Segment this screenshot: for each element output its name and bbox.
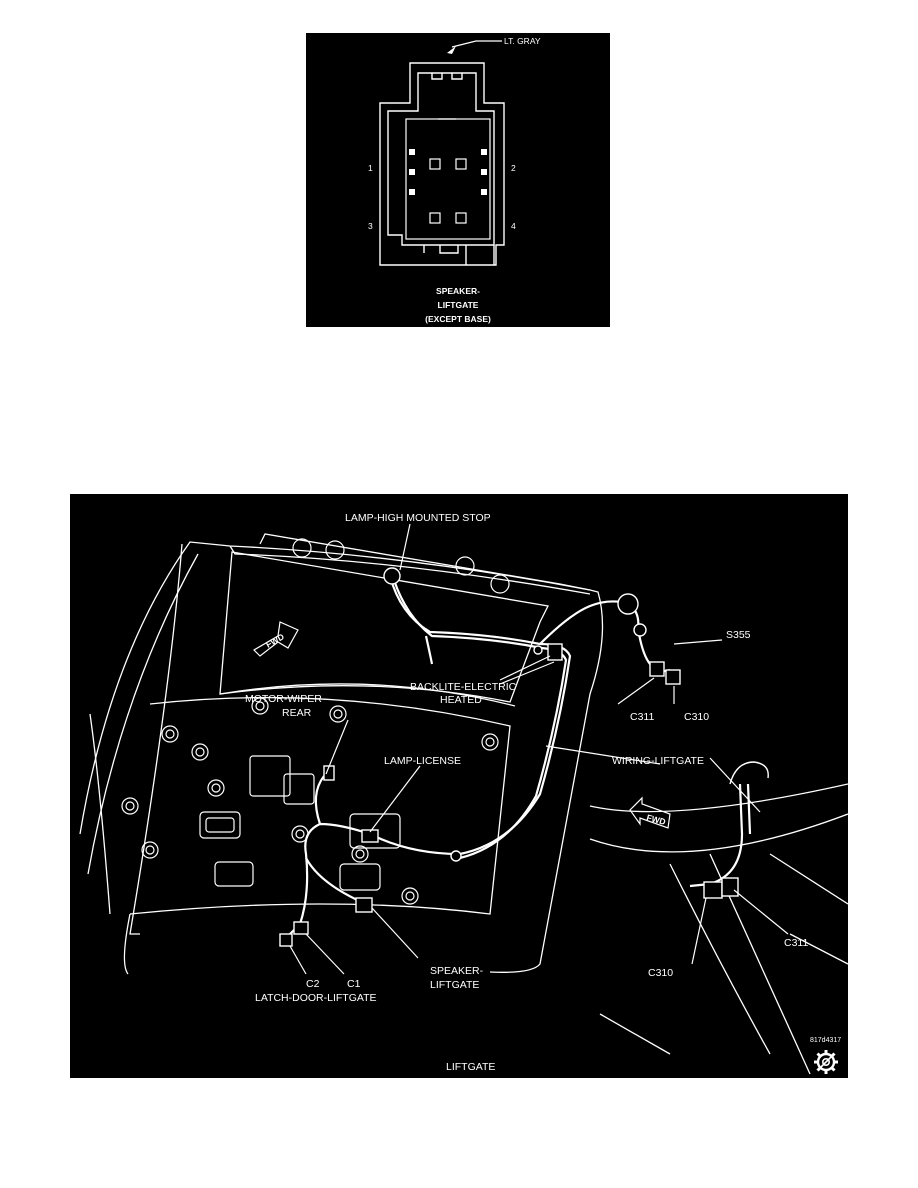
connector-color-label: LT. GRAY [504, 36, 541, 46]
spoiler-hole [490, 574, 510, 594]
callout-lamp-license: LAMP-LICENSE [384, 755, 461, 767]
callout-lamp-high-mounted-stop: LAMP-HIGH MOUNTED STOP [345, 512, 491, 524]
spoiler-hole [292, 538, 312, 558]
terminal-lock [481, 169, 487, 175]
callout-c311-top: C311 [630, 711, 654, 723]
connector-inner-outline [387, 72, 495, 246]
terminal-lock [409, 169, 415, 175]
connector-caption-line2: LIFTGATE [438, 300, 479, 310]
callout-s355: S355 [726, 629, 751, 641]
mounting-hole [351, 845, 369, 863]
callout-motor-wiper-line2: REAR [282, 707, 312, 719]
connector-housing-outline [379, 62, 505, 266]
callout-c2: C2 [306, 978, 320, 990]
connector-bottom-tabs [423, 245, 495, 265]
connector-cavity-block [405, 118, 491, 240]
spoiler-hole [455, 556, 475, 576]
liftgate-harness-panel: FWD FWD [70, 494, 848, 1078]
pin-cavity-1 [429, 158, 441, 170]
license-lamp-bezel [199, 811, 241, 839]
callout-c310-inset: C310 [648, 967, 673, 979]
latch-connector-c2 [279, 933, 293, 947]
callout-backlite-line1: BACKLITE-ELECTRIC [410, 681, 517, 693]
callout-wiring-liftgate: WIRING-LIFTGATE [612, 755, 704, 767]
c310-connector [665, 669, 681, 685]
harness-clip [450, 850, 462, 862]
mounting-hole [401, 887, 419, 905]
svg-text:FWD: FWD [264, 631, 286, 649]
speaker-connector [355, 897, 373, 913]
fwd-arrow-main: FWD [253, 621, 299, 657]
connector-caption-line3: (EXCEPT BASE) [425, 314, 491, 324]
harness-grommet [633, 623, 647, 637]
color-pointer-line [451, 40, 502, 48]
callout-latch-door-liftgate: LATCH-DOOR-LIFTGATE [255, 992, 377, 1004]
mounting-hole [161, 725, 179, 743]
terminal-lock [409, 189, 415, 195]
connector-view-panel: LT. GRAY 1 2 3 4 SPEAKER- LIFTGATE (EXCE… [306, 33, 610, 327]
spoiler-hole [325, 540, 345, 560]
callout-c310-top: C310 [684, 711, 709, 723]
wiper-motor-mount [249, 755, 291, 797]
handle-recess [339, 863, 381, 891]
callout-leaders [289, 523, 789, 975]
license-lamp-connector [361, 829, 379, 843]
harness-grommet [617, 593, 639, 615]
footer-label: LIFTGATE [446, 1061, 495, 1073]
liftgate-harness-diagram: FWD FWD [79, 512, 848, 1075]
c311-connector [649, 661, 665, 677]
pin-label-2: 2 [511, 163, 516, 173]
figure-id: 817d4317 [810, 1037, 841, 1044]
connector-diagram: LT. GRAY 1 2 3 4 SPEAKER- LIFTGATE (EXCE… [368, 36, 541, 324]
callout-speaker-line1: SPEAKER- [430, 965, 484, 977]
mounting-hole [251, 697, 269, 715]
harness-clip [533, 645, 543, 655]
c311-inset-connector [721, 877, 739, 897]
mounting-hole [207, 779, 225, 797]
pin-label-4: 4 [511, 221, 516, 231]
callout-c1: C1 [347, 978, 361, 990]
pin-cavity-2 [455, 158, 467, 170]
color-pointer-arrow [447, 46, 456, 54]
terminal-lock [409, 149, 415, 155]
mounting-hole [481, 733, 499, 751]
pin-label-1: 1 [368, 163, 373, 173]
liftgate-structure [79, 533, 848, 1075]
pin-cavity-4 [455, 212, 467, 224]
handle-recess [214, 861, 254, 887]
c310-inset-connector [703, 881, 723, 899]
mounting-hole [329, 705, 347, 723]
callout-speaker-line2: LIFTGATE [430, 979, 479, 991]
gear-icon [814, 1050, 838, 1074]
stop-lamp-connector [383, 567, 401, 585]
harness-loop [729, 761, 769, 785]
fwd-arrow-inset: FWD [629, 796, 671, 829]
mounting-hole [121, 797, 139, 815]
connector-latch [431, 73, 463, 80]
backlite-connector [547, 643, 563, 661]
lamp-housing [349, 813, 401, 849]
svg-text:FWD: FWD [645, 812, 666, 827]
pin-cavity-3 [429, 212, 441, 224]
pin-label-3: 3 [368, 221, 373, 231]
callout-c311-inset: C311 [784, 937, 808, 949]
callout-motor-wiper-line1: MOTOR-WIPER- [245, 693, 326, 705]
latch-connector-c1 [293, 921, 309, 935]
connector-caption-line1: SPEAKER- [436, 286, 480, 296]
terminal-lock [481, 189, 487, 195]
mounting-hole [141, 841, 159, 859]
terminal-lock [481, 149, 487, 155]
callout-backlite-line2: HEATED [440, 694, 482, 706]
mounting-hole [191, 743, 209, 761]
